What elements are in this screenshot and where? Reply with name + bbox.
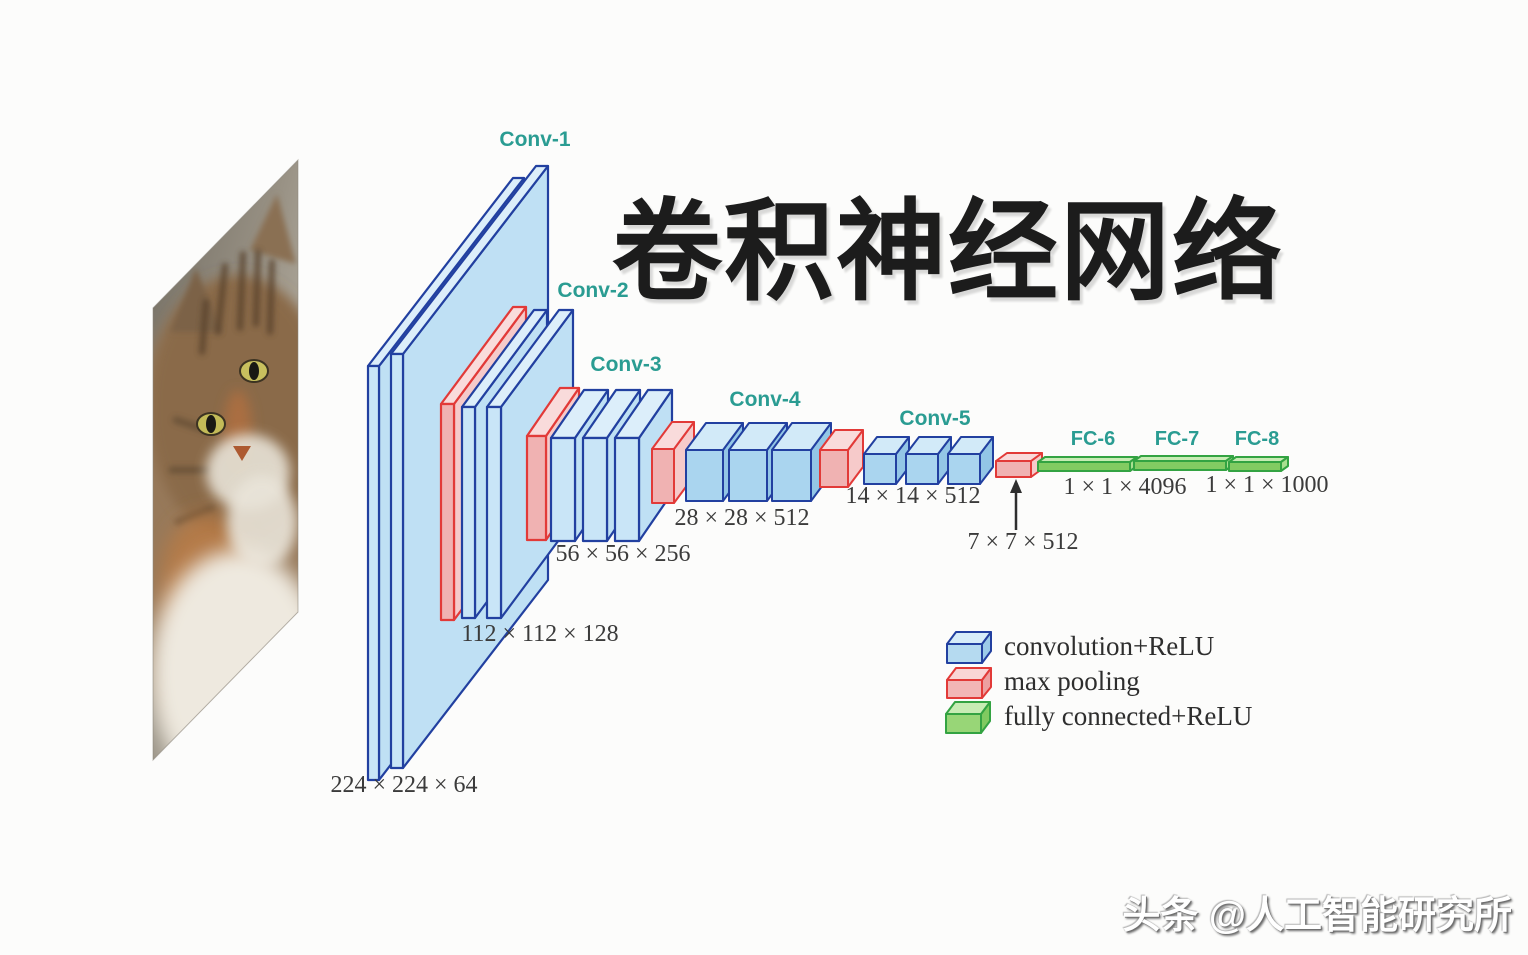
page-title: 卷积神经网络 xyxy=(612,191,1284,314)
fc6-bar xyxy=(1037,456,1138,472)
legend-maxpool-label: max pooling xyxy=(1004,666,1140,696)
fc8-bar xyxy=(1228,456,1289,472)
conv3-dim-label: 56 × 56 × 256 xyxy=(555,541,690,567)
conv1-dim-label: 224 × 224 × 64 xyxy=(330,772,477,798)
conv5-dim-label: 14 × 14 × 512 xyxy=(845,483,980,509)
conv1-label: Conv-1 xyxy=(499,128,570,151)
watermark: 头条 @人工智能研究所 xyxy=(1122,895,1512,937)
fc6-label: FC-6 xyxy=(1071,428,1115,450)
fc8-label: FC-8 xyxy=(1235,428,1279,450)
input-image-cat xyxy=(152,158,299,762)
fc8-dim-label: 1 × 1 × 1000 xyxy=(1205,472,1328,498)
conv5-cube-3 xyxy=(947,436,994,485)
conv3-label: Conv-3 xyxy=(590,353,661,376)
fc7-label: FC-7 xyxy=(1155,428,1199,450)
pool5-dim-label: 7 × 7 × 512 xyxy=(967,529,1078,555)
pool5-maxpool-box xyxy=(995,452,1043,478)
conv4-label: Conv-4 xyxy=(729,388,800,411)
conv4-dim-label: 28 × 28 × 512 xyxy=(674,505,809,531)
arrow-up-icon xyxy=(1010,479,1022,530)
conv4-layer-group xyxy=(685,422,832,502)
legend-maxpool-swatch xyxy=(946,667,992,699)
pool4-maxpool-box xyxy=(819,429,864,488)
conv2-label: Conv-2 xyxy=(557,279,628,302)
conv5-label: Conv-5 xyxy=(899,407,970,430)
legend-fullyconnected-swatch xyxy=(945,701,991,734)
conv5-cube-2 xyxy=(905,436,952,485)
conv2-dim-label: 112 × 112 × 128 xyxy=(461,621,618,647)
legend-convolution-swatch xyxy=(946,631,992,664)
fc7-bar xyxy=(1133,455,1234,471)
legend: convolution+ReLU max pooling fully conne… xyxy=(945,631,1252,734)
conv5-layer-group xyxy=(863,436,994,485)
fc6-dim-label: 1 × 1 × 4096 xyxy=(1063,474,1186,500)
conv3-layer-group xyxy=(549,388,674,543)
legend-fullyconnected-label: fully connected+ReLU xyxy=(1004,701,1252,731)
conv5-cube-1 xyxy=(863,436,910,485)
legend-convolution-label: convolution+ReLU xyxy=(1004,631,1214,661)
